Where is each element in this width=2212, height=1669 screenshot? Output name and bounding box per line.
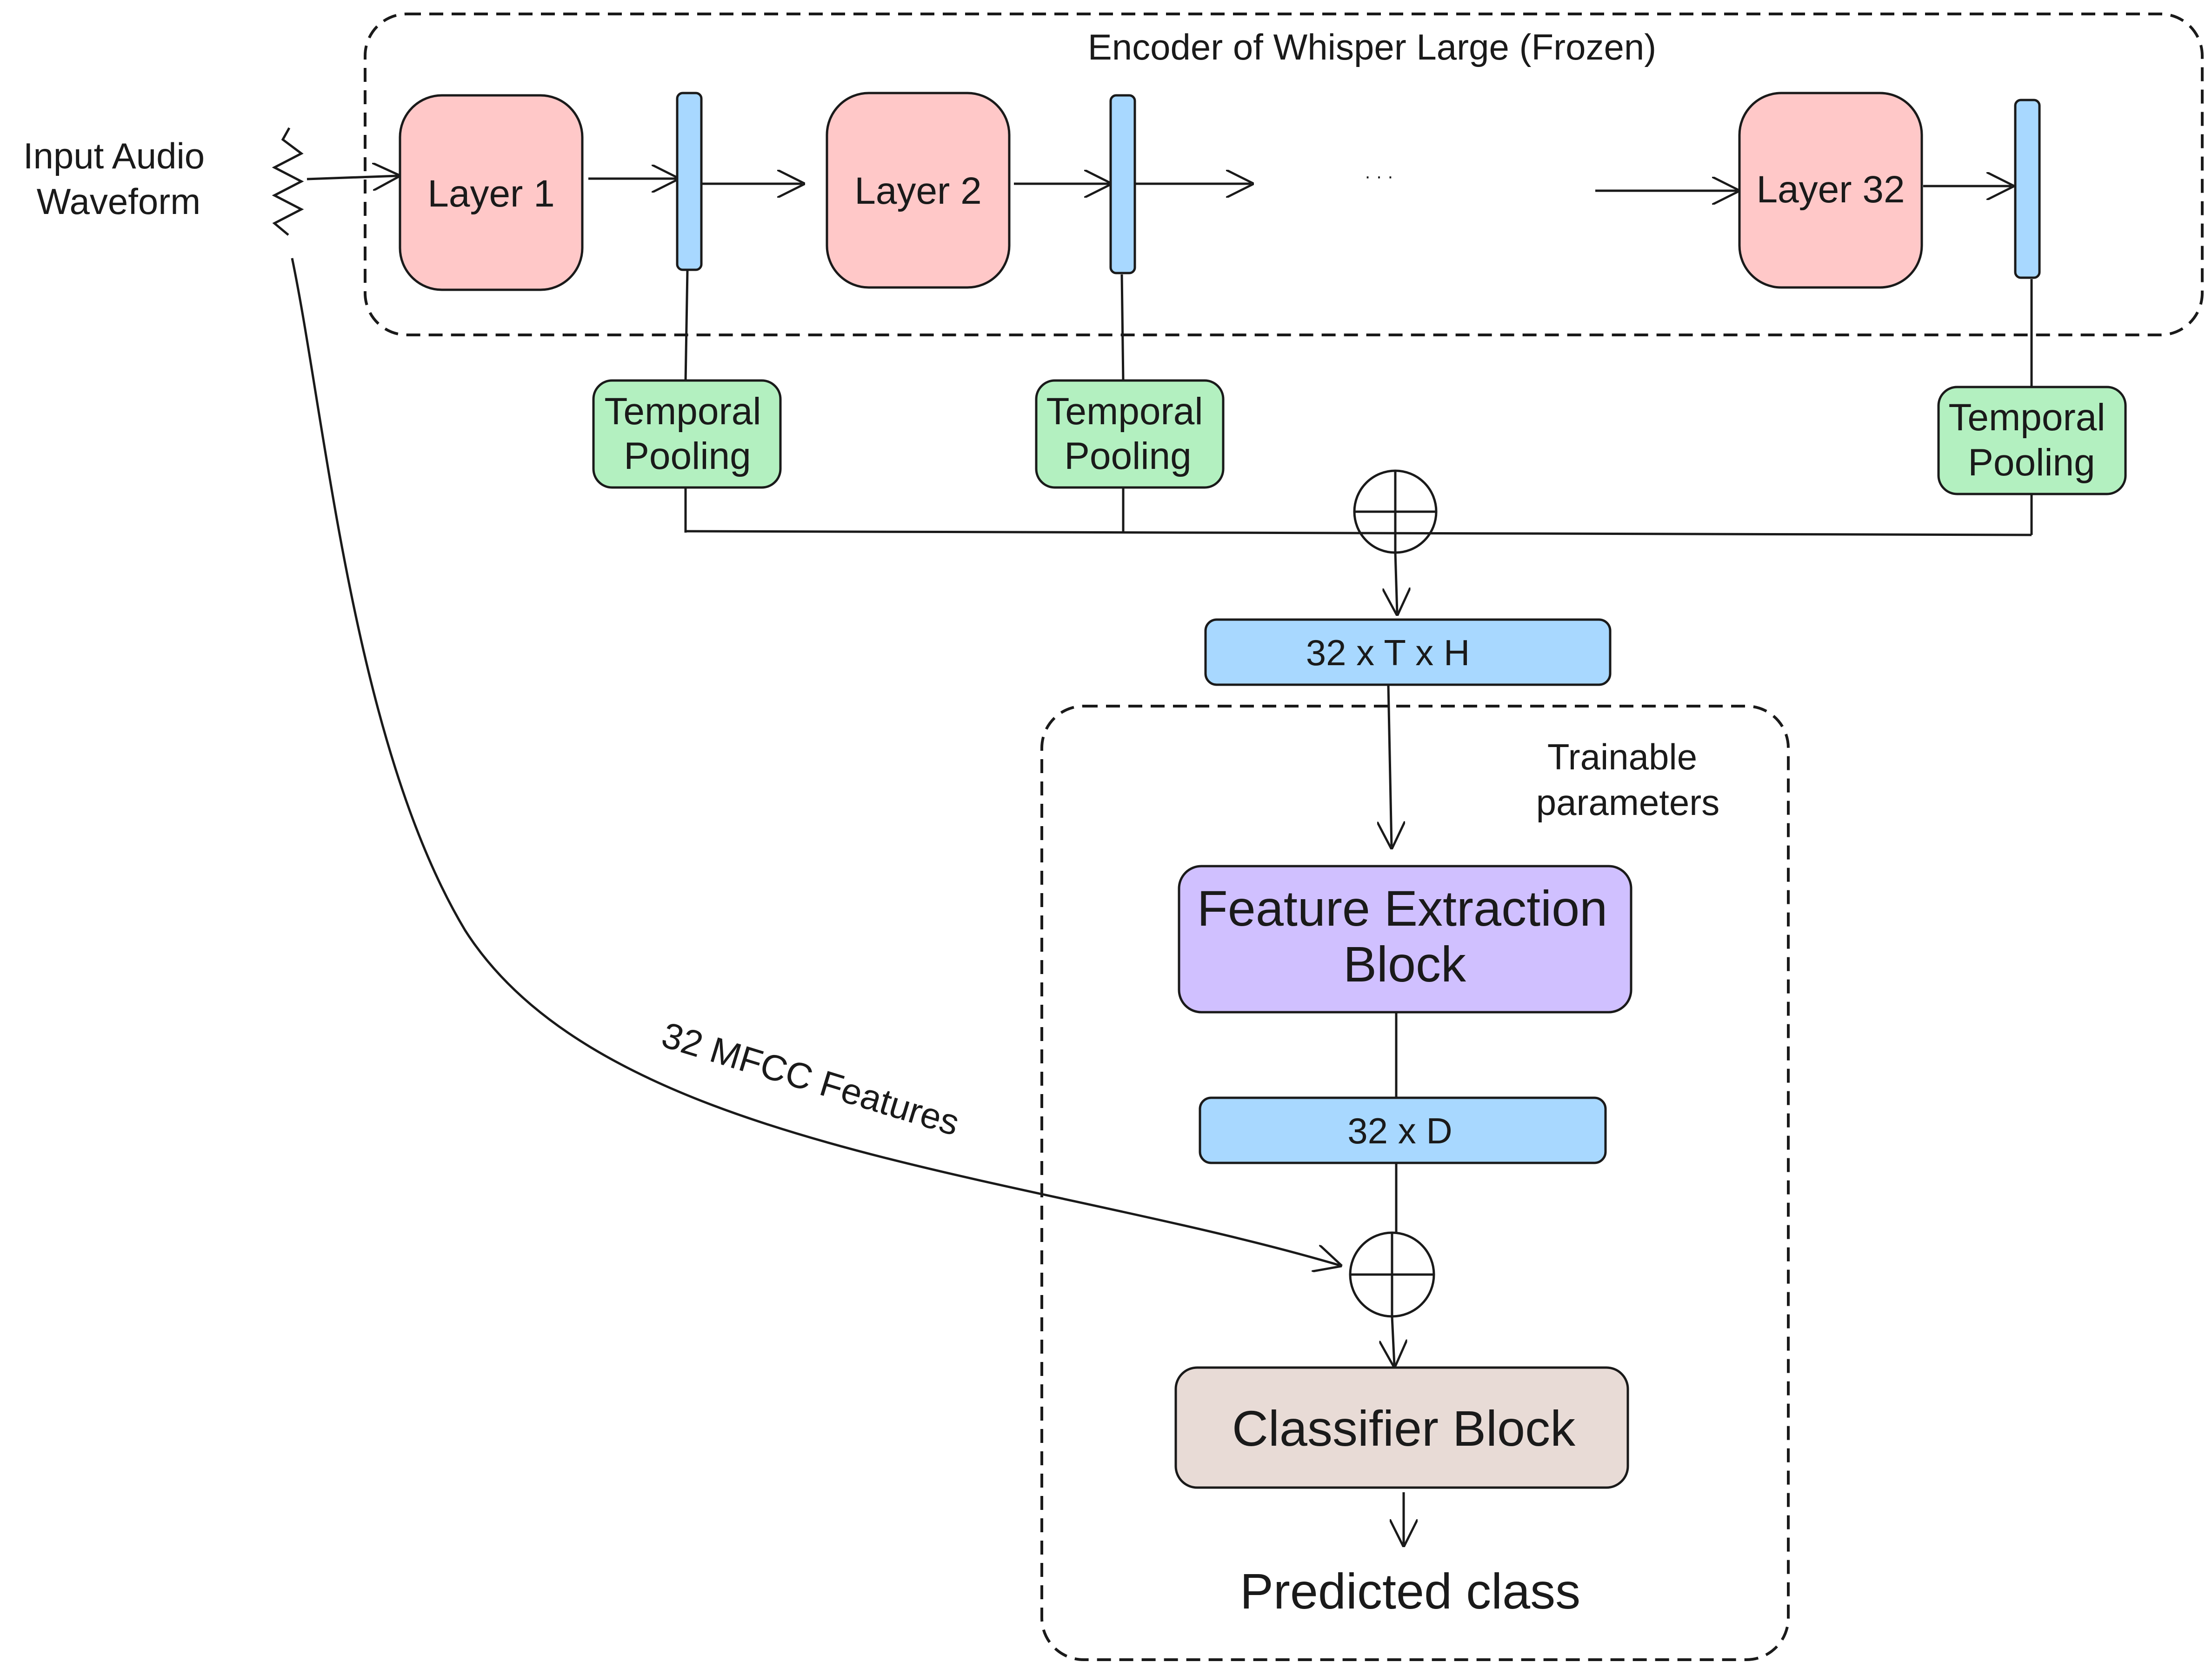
hidden-state-connector-2 [1109,94,1136,274]
input-label-line2: Waveform [37,181,201,222]
mfcc-feature-path [291,258,1339,1265]
hidden-state-connector-32 [2014,99,2041,279]
trainable-label-line1: Trainable [1547,736,1697,777]
arrow-input-to-layer1 [306,176,398,179]
layer-1-label: Layer 1 [427,173,555,215]
feature-extraction-block: Feature Extraction Block [1178,865,1632,1014]
waveform-icon [272,127,304,236]
pooling-1-line2: Pooling [624,435,751,477]
feature-block-line2: Block [1343,936,1466,992]
temporal-pooling-2: Temporal Pooling [1035,379,1225,489]
hidden-state-connector-1 [676,92,703,271]
feature-block-line1: Feature Extraction [1197,880,1607,936]
temporal-pooling-32: Temporal Pooling [1937,386,2127,495]
layer-32-block: Layer 32 [1738,92,1923,289]
mfcc-features-label: 32 MFCC Features [657,1014,964,1143]
concat-icon-top [1353,469,1438,554]
pooling-2-line2: Pooling [1064,435,1192,477]
temporal-pooling-1: Temporal Pooling [592,379,782,489]
layer-2-label: Layer 2 [854,170,982,212]
trainable-label-line2: parameters [1536,782,1720,823]
pooling-2-line1: Temporal [1046,390,1203,433]
encoder-title: Encoder of Whisper Large (Frozen) [1088,27,1657,67]
shape-32xTxH-label: 32 x T x H [1306,632,1470,673]
classifier-block: Classifier Block [1174,1366,1629,1489]
pooling-32-line2: Pooling [1968,441,2095,484]
pooling-32-line1: Temporal [1948,396,2105,439]
concat-icon-bottom [1349,1231,1435,1318]
shape-32xD-label: 32 x D [1347,1110,1452,1151]
trainable-container [1040,705,1790,1661]
layer-1-block: Layer 1 [399,94,584,291]
predicted-class-label: Predicted class [1240,1563,1580,1619]
layers-ellipsis: · · · [1365,166,1393,187]
shape-32xTxH: 32 x T x H [1204,618,1612,686]
encoder-container [364,13,2204,336]
shape-32xD: 32 x D [1199,1096,1607,1164]
classifier-block-label: Classifier Block [1232,1400,1576,1456]
input-label-line1: Input Audio [23,135,205,176]
layer-2-block: Layer 2 [826,92,1011,289]
pooling-1-line1: Temporal [604,390,761,433]
layer-32-label: Layer 32 [1756,168,1905,211]
